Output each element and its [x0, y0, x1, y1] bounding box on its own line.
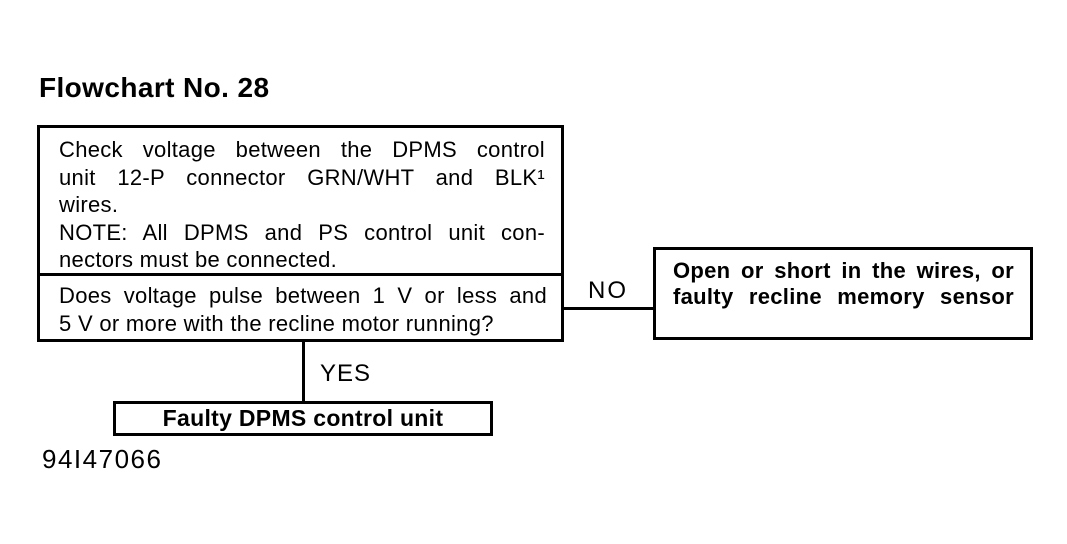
no-connector-line: [564, 307, 653, 310]
check-box-line: nectors must be connected.: [59, 247, 338, 272]
check-box-line: Check voltage between the DPMS control: [59, 137, 545, 162]
check-box-line: NOTE: All DPMS and PS control unit con-: [59, 219, 545, 245]
no-branch-label: NO: [588, 277, 628, 304]
figure-id: 94I47066: [42, 444, 163, 474]
no-result-line: Open or short in the wires, or: [673, 258, 1014, 283]
yes-connector-line: [302, 342, 305, 401]
check-box-line: unit 12-P connector GRN/WHT and BLK¹: [59, 164, 545, 190]
flowchart-box-check-voltage: Check voltage between the DPMS control u…: [37, 125, 564, 276]
question-box-line: Does voltage pulse between 1 V or less a…: [59, 283, 547, 308]
flowchart-box-question: Does voltage pulse between 1 V or less a…: [37, 276, 564, 342]
flowchart-box-yes-result: Faulty DPMS control unit: [113, 401, 493, 436]
question-box-line: 5 V or more with the recline motor runni…: [59, 310, 494, 336]
yes-result-text: Faulty DPMS control unit: [162, 405, 444, 431]
no-result-line: faulty recline memory sensor: [673, 284, 1014, 309]
yes-branch-label: YES: [320, 360, 372, 387]
flowchart-box-no-result: Open or short in the wires, or faulty re…: [653, 247, 1033, 340]
page-title: Flowchart No. 28: [39, 72, 270, 103]
check-box-line: wires.: [59, 192, 119, 217]
